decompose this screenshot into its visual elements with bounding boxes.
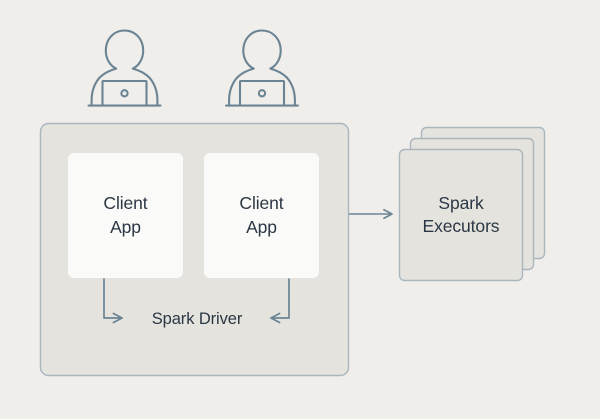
connector-client2-to-driver — [270, 278, 290, 324]
person-with-laptop-icon — [225, 29, 299, 107]
connector-client1-to-driver — [103, 278, 123, 324]
person-with-laptop-icon — [87, 29, 162, 107]
spark-executors-label: Spark Executors — [422, 192, 500, 236]
client-app-card[interactable]: Client App — [68, 153, 183, 278]
client-app-card[interactable]: Client App — [204, 153, 319, 278]
client-app-label: Client App — [239, 193, 284, 237]
client-app-label: Client App — [103, 193, 148, 237]
spark-executors-label-wrap[interactable]: Spark Executors — [399, 149, 523, 281]
executor-box-front — [398, 148, 524, 282]
